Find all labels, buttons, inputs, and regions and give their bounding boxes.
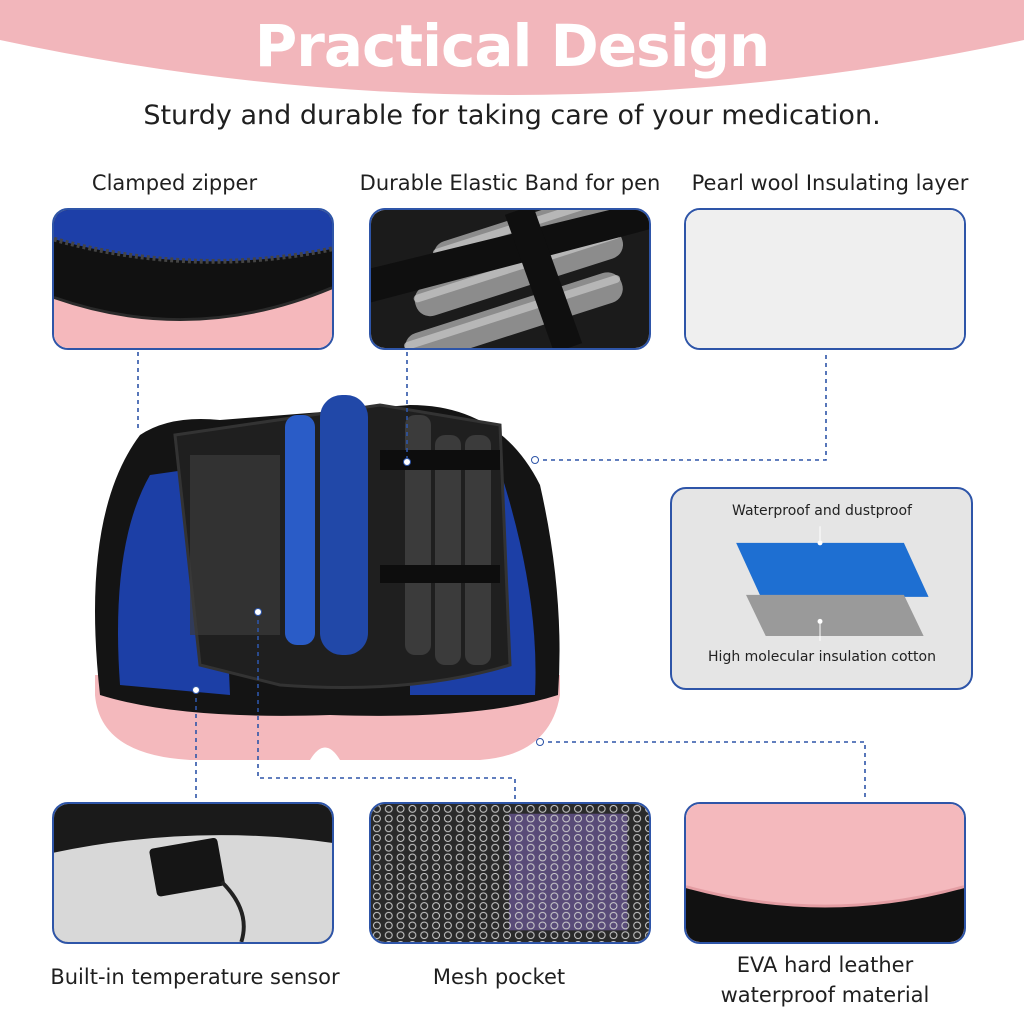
page-subtitle: Sturdy and durable for taking care of yo…	[143, 100, 881, 131]
label-elastic-band: Durable Elastic Band for pen	[359, 171, 661, 195]
layer-top-label: Waterproof and dustproof	[732, 503, 912, 519]
label-pearl-wool: Pearl wool Insulating layer	[691, 171, 969, 195]
pearl-wool-photo	[684, 208, 966, 350]
temperature-sensor-photo	[52, 802, 334, 944]
layer-bottom-label: High molecular insulation cotton	[708, 649, 936, 665]
header-banner	[0, 0, 1024, 112]
label-temperature-sensor: Built-in temperature sensor	[50, 965, 340, 989]
page-title: Practical Design	[254, 12, 771, 80]
eva-leather-photo	[684, 802, 966, 944]
label-eva-line1: EVA hard leather	[736, 953, 914, 977]
label-clamped-zipper: Clamped zipper	[91, 171, 258, 195]
insulin-case-photo	[80, 395, 570, 770]
elastic-band-photo	[369, 208, 651, 350]
label-mesh-pocket: Mesh pocket	[432, 965, 566, 989]
layers-diagram: Waterproof and dustproof High molecular …	[670, 487, 973, 690]
mesh-pocket-photo	[369, 802, 651, 944]
zipper-photo	[52, 208, 334, 350]
label-eva-line2: waterproof material	[720, 983, 930, 1007]
